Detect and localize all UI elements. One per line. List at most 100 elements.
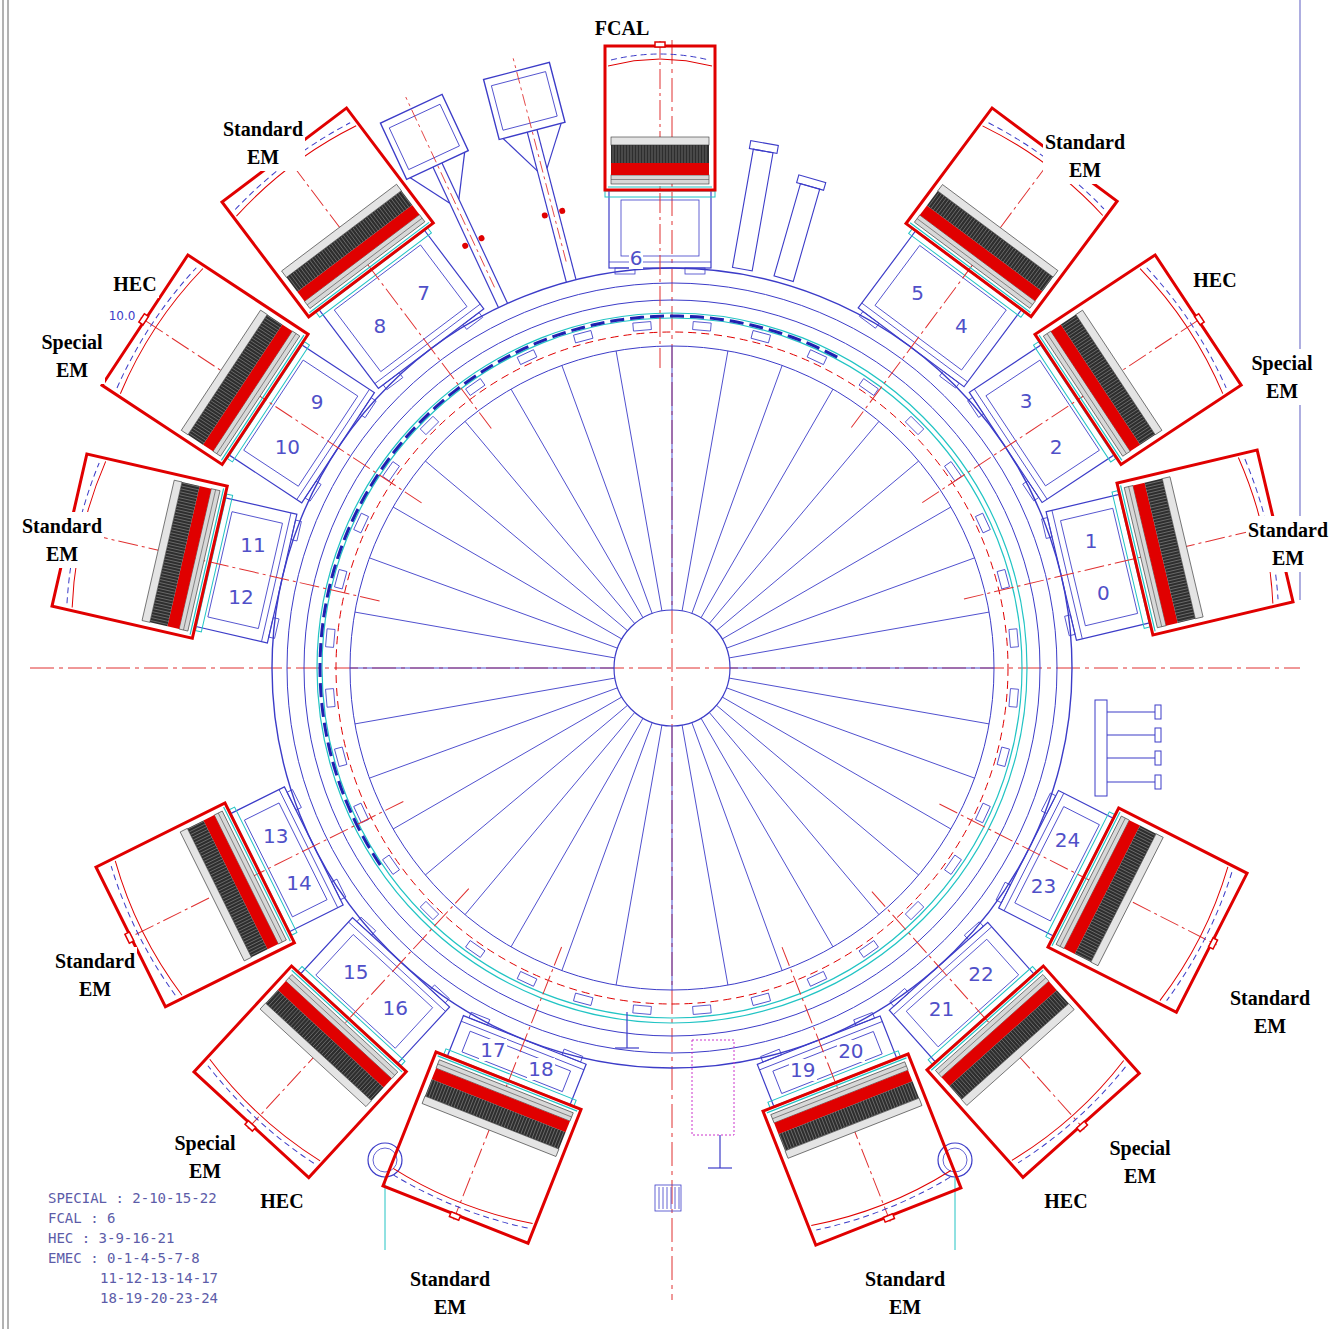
hatch-line: [190, 827, 206, 835]
hatch-line: [1131, 843, 1147, 851]
hatch-line: [830, 1114, 837, 1131]
hatch-line: [248, 942, 264, 950]
hatch-line: [242, 932, 258, 940]
hatch-line: [667, 1187, 668, 1209]
pipe-line: [1107, 757, 1155, 758]
spoke-line: [722, 697, 951, 829]
arm-axis: [406, 97, 495, 287]
grey-band: [180, 829, 251, 962]
crate-box: Standard EM: [902, 104, 1121, 321]
hatch-line: [1127, 851, 1143, 859]
dark-band-hatch: [288, 191, 411, 290]
flange-number: 22: [967, 963, 994, 985]
hatch-line: [543, 1126, 550, 1143]
hatch-line: [691, 145, 692, 163]
hatch-line: [1100, 905, 1116, 913]
hatch-line: [1138, 830, 1154, 838]
arm-stem: [537, 130, 576, 280]
cyan-liner: [608, 186, 712, 187]
spoke-line: [562, 723, 652, 971]
flange-lug: [469, 1012, 490, 1025]
flange-lug: [1065, 615, 1075, 636]
hatch-line: [510, 1113, 517, 1130]
hatch-line: [1103, 899, 1119, 907]
hatch-line: [671, 1187, 672, 1209]
hatch-line: [877, 1096, 884, 1113]
hatch-line: [1081, 942, 1097, 950]
hatch-line: [872, 1098, 879, 1115]
flange-number: 17: [479, 1039, 506, 1061]
crate-handle: [1194, 314, 1204, 325]
pipe-line: [1107, 711, 1155, 712]
hatch-line: [1110, 886, 1126, 894]
hatch-line: [841, 1110, 848, 1127]
hatch-line: [234, 915, 250, 923]
grey-band: [961, 1004, 1074, 1106]
spoke-line: [355, 612, 615, 658]
hatch-line: [200, 846, 216, 854]
spoke-line: [562, 365, 652, 613]
ring-tick: [905, 416, 923, 434]
spoke-line: [709, 712, 879, 914]
stub-cap: [749, 141, 778, 154]
crate-frame: [1035, 255, 1241, 465]
hatch-line: [1076, 953, 1092, 961]
ring-tick: [693, 1005, 712, 1015]
dark-band-hatch: [613, 145, 706, 163]
spoke-line: [730, 668, 994, 669]
hatch-line: [465, 1095, 472, 1112]
crate-handle: [883, 1214, 894, 1222]
ring-tick: [420, 901, 438, 919]
hatch-line: [208, 862, 224, 870]
hatch-line: [793, 1129, 800, 1146]
hatch-line: [224, 894, 240, 902]
flange-number: 6: [629, 247, 644, 269]
spoke-line: [701, 718, 833, 947]
hatch-line: [1137, 833, 1153, 841]
hatch-line: [448, 1089, 455, 1106]
hatch-line: [1095, 915, 1111, 923]
crate-label: Special EM: [1107, 1134, 1172, 1190]
hatch-line: [1114, 878, 1130, 886]
flange-number: 13: [262, 825, 289, 847]
hatch-line: [484, 1103, 491, 1120]
crate-axis: [660, 41, 661, 368]
ring-tick: [975, 803, 990, 823]
hatch-line: [1119, 867, 1135, 875]
spoke-line: [465, 712, 635, 914]
hatch-line: [1108, 889, 1124, 897]
hatch-line: [835, 1112, 842, 1129]
hatch-line: [706, 145, 707, 163]
hatch-line: [679, 145, 680, 163]
hatch-line: [810, 1122, 817, 1139]
outer-arc: [391, 1175, 527, 1234]
crate-label: Standard EM: [1246, 516, 1330, 572]
dimension-label: 10.0: [109, 309, 136, 323]
hatch-line: [487, 1104, 494, 1121]
hatch-line: [670, 145, 671, 163]
spoke-line: [369, 688, 617, 778]
hatch-line: [457, 1092, 464, 1109]
hatch-line: [205, 856, 221, 864]
hatch-line: [537, 1124, 544, 1141]
hatch-line: [212, 870, 228, 878]
cryostat-ring: [317, 313, 1027, 1023]
spoke-line: [716, 705, 918, 875]
hatch-line: [622, 145, 623, 163]
hatch-line: [1106, 894, 1122, 902]
hatch-line: [628, 145, 629, 163]
ring-tick: [975, 513, 990, 533]
flange-lug: [1041, 793, 1055, 814]
cable-arc: [320, 316, 837, 870]
red-band: [611, 163, 709, 175]
stub-body: [774, 184, 820, 282]
hatch-line: [891, 1090, 898, 1107]
crate-label: Standard EM: [863, 1265, 947, 1321]
cryostat-ring: [322, 318, 1022, 1018]
crate-handle: [655, 42, 665, 47]
hatch-line: [182, 483, 200, 487]
hatch-line: [1112, 881, 1128, 889]
hatch-line: [462, 1094, 469, 1111]
crate-label: HEC: [1042, 1187, 1089, 1215]
